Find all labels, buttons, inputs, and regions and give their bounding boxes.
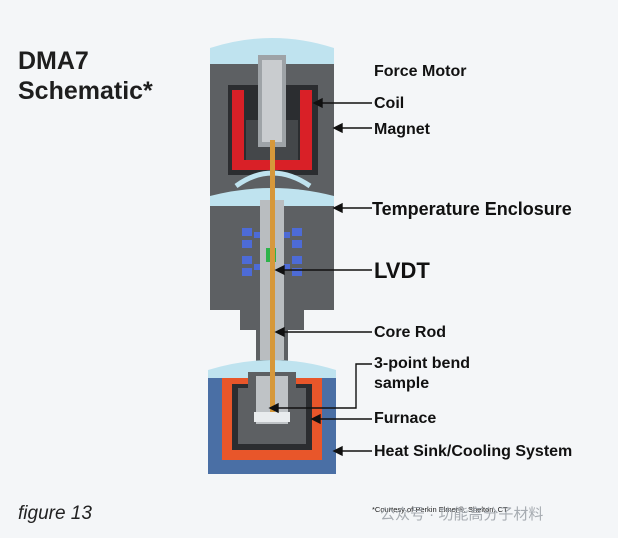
label-heat-sink: Heat Sink/Cooling System: [374, 443, 573, 460]
core-rod: [270, 140, 275, 412]
title-line-1: DMA7: [18, 47, 89, 75]
label-bend-line2: sample: [374, 375, 430, 392]
coil-shape: [232, 90, 312, 170]
label-lvdt: LVDT: [374, 258, 430, 283]
bend-sample: [254, 412, 290, 422]
label-core-rod: Core Rod: [374, 324, 446, 341]
label-furnace: Furnace: [374, 410, 437, 427]
label-coil: Coil: [374, 95, 405, 112]
lvdt-coils: [242, 228, 302, 276]
watermark-text: 公众号 · 功能高分子材料: [380, 506, 544, 523]
label-bend-line1: 3-point bend: [374, 355, 470, 372]
label-magnet: Magnet: [374, 121, 430, 138]
title-line-2: Schematic*: [18, 77, 153, 105]
diagram-title: DMA7 Schematic*: [18, 46, 153, 106]
furnace-assembly: [208, 360, 336, 474]
leader-lines: [268, 97, 372, 457]
label-force-motor: Force Motor: [374, 63, 467, 80]
label-temperature-enclosure: Temperature Enclosure: [372, 199, 572, 219]
figure-caption: figure 13: [18, 503, 92, 524]
courtesy-note: *Courtesy of Perkin Elmer®, Shelton, CT: [372, 505, 508, 514]
